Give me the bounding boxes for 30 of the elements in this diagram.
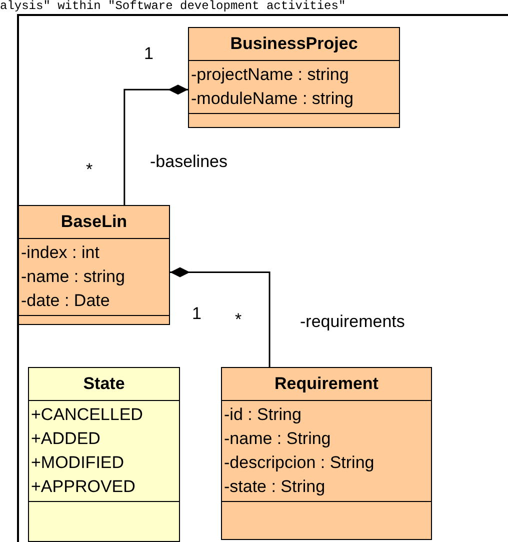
class-name: BaseLin: [19, 206, 169, 239]
attribute-text: +CANCELLED: [30, 404, 144, 426]
title: alysis" within "Software development activities": [0, 0, 346, 13]
class-name: State: [29, 368, 179, 401]
class-box: [28, 367, 180, 542]
attribute-text: -name : string: [20, 266, 126, 288]
multiplicity-label: *: [235, 310, 242, 330]
attribute-text: +MODIFIED: [30, 452, 126, 474]
attribute-text: +ADDED: [30, 428, 102, 450]
attribute-text: -name : String: [223, 428, 332, 450]
attribute-text: -moduleName : string: [190, 88, 355, 110]
class-box: [18, 205, 170, 325]
multiplicity-label: 1: [144, 44, 154, 64]
composition-line: [170, 267, 270, 367]
attribute-text: -date : Date: [20, 290, 111, 312]
attribute-text: +APPROVED: [30, 476, 136, 498]
role-label: -requirements: [300, 312, 405, 332]
composition-line: [124, 84, 188, 205]
attribute-text: -state : String: [223, 476, 326, 498]
role-label: -baselines: [150, 152, 228, 172]
attribute-text: -id : String: [223, 404, 302, 426]
class-name: Requirement: [222, 368, 431, 401]
attribute-text: -index : int: [20, 242, 100, 264]
class-box: [221, 367, 432, 540]
class-box: [188, 27, 400, 128]
class-name: BusinessProjec: [189, 28, 399, 61]
multiplicity-label: *: [86, 160, 93, 180]
multiplicity-label: 1: [192, 304, 202, 324]
attribute-text: -projectName : string: [190, 64, 350, 86]
attribute-text: -descripcion : String: [223, 452, 376, 474]
